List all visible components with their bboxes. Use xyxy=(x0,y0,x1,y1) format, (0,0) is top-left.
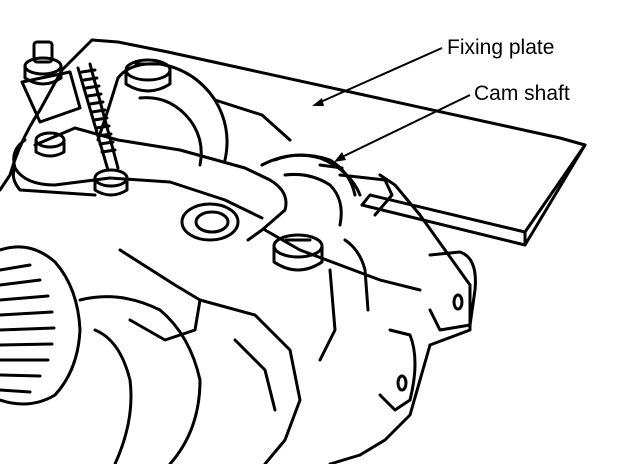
bearing-cap-left xyxy=(96,62,292,167)
arrowhead-fixing-plate xyxy=(312,98,324,106)
label-cam-shaft: Cam shaft xyxy=(474,82,570,105)
arrowhead-cam-shaft xyxy=(334,152,346,162)
camshaft-lobes xyxy=(0,245,202,466)
boss-hole xyxy=(180,202,240,242)
fixing-plate xyxy=(360,136,587,247)
adjusting-screw xyxy=(76,62,129,197)
label-fixing-plate: Fixing plate xyxy=(447,36,555,59)
stud-nuts-left xyxy=(20,40,82,158)
leader-line-fixing-plate xyxy=(315,47,443,105)
side-bracket xyxy=(378,250,477,412)
cylinder-head-casting xyxy=(0,38,562,466)
bearing-cap-right xyxy=(260,153,394,362)
rocker-arm xyxy=(11,126,288,242)
leader-line-cam-shaft xyxy=(339,94,471,159)
lower-bearing-cap xyxy=(118,248,302,466)
cap-bolt-bottom xyxy=(272,233,324,272)
camshaft-end xyxy=(273,153,357,197)
cap-bolt-top xyxy=(124,58,172,93)
